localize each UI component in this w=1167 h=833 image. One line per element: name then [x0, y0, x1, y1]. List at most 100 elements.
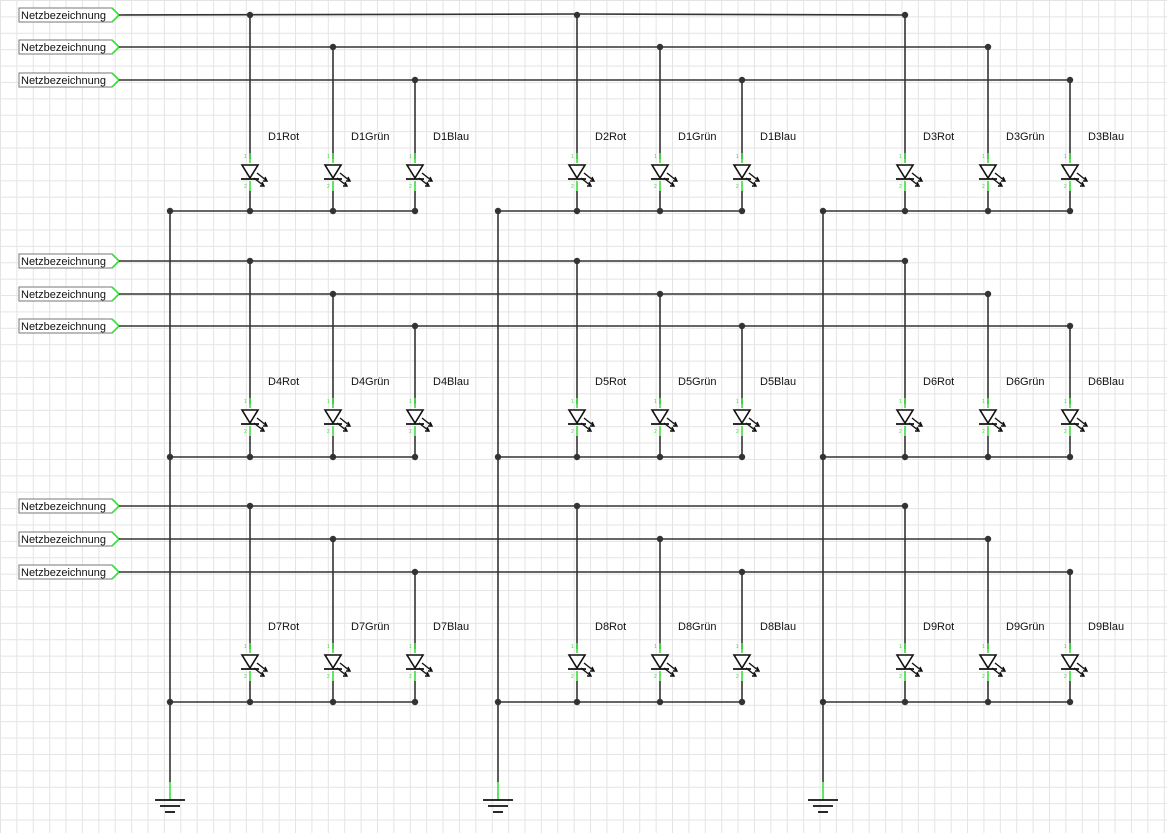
light-arrow-icon	[580, 422, 593, 432]
light-arrow-icon	[911, 417, 924, 427]
light-arrow-icon	[666, 662, 679, 672]
led-diode-icon[interactable]	[1060, 164, 1080, 180]
led-diode-icon[interactable]	[732, 654, 752, 670]
net-label-text: Netzbezeichnung	[21, 501, 106, 513]
pin-number: 2	[571, 674, 574, 680]
net-label-text: Netzbezeichnung	[21, 10, 106, 22]
led-diode-icon[interactable]	[323, 409, 343, 425]
led-diode-icon[interactable]	[1060, 654, 1080, 670]
pin-number: 2	[244, 429, 247, 435]
pin-number: 1	[654, 399, 657, 405]
pin-number: 1	[571, 399, 574, 405]
pin-number: 1	[982, 399, 985, 405]
light-arrow-icon	[336, 177, 349, 187]
led-diode-icon[interactable]	[405, 164, 425, 180]
pin-number: 2	[571, 429, 574, 435]
light-arrow-icon	[421, 417, 434, 427]
led-diode-icon[interactable]	[650, 164, 670, 180]
led-label: D7Blau	[433, 621, 469, 633]
led-diode-icon[interactable]	[567, 654, 587, 670]
pin-number: 1	[1064, 154, 1067, 160]
light-arrow-icon	[256, 172, 269, 182]
pin-number: 1	[327, 154, 330, 160]
pin-number: 2	[899, 674, 902, 680]
net-label-text: Netzbezeichnung	[21, 75, 106, 87]
led-diode-icon[interactable]	[978, 654, 998, 670]
pin-number: 1	[409, 399, 412, 405]
light-arrow-icon	[336, 667, 349, 677]
pin-number: 2	[1064, 674, 1067, 680]
led-label: D1Blau	[433, 131, 469, 143]
light-arrow-icon	[908, 667, 921, 677]
light-arrow-icon	[745, 177, 758, 187]
net-label-text: Netzbezeichnung	[21, 321, 106, 333]
net-label-text: Netzbezeichnung	[21, 534, 106, 546]
pin-number: 1	[736, 644, 739, 650]
pin-number: 2	[736, 674, 739, 680]
pin-number: 1	[654, 154, 657, 160]
pin-number: 1	[899, 399, 902, 405]
led-diode-icon[interactable]	[567, 409, 587, 425]
light-arrow-icon	[253, 422, 266, 432]
led-diode-icon[interactable]	[240, 654, 260, 670]
light-arrow-icon	[418, 177, 431, 187]
light-arrow-icon	[421, 172, 434, 182]
led-diode-icon[interactable]	[405, 409, 425, 425]
led-label: D8Grün	[678, 621, 717, 633]
pin-number: 1	[654, 644, 657, 650]
led-diode-icon[interactable]	[240, 164, 260, 180]
led-diode-icon[interactable]	[650, 409, 670, 425]
led-label: D9Grün	[1006, 621, 1045, 633]
net-label-pin	[111, 253, 120, 262]
pin-number: 2	[244, 674, 247, 680]
led-diode-icon[interactable]	[405, 654, 425, 670]
led-diode-icon[interactable]	[978, 409, 998, 425]
light-arrow-icon	[1076, 662, 1089, 672]
pin-number: 1	[244, 399, 247, 405]
led-diode-icon[interactable]	[895, 654, 915, 670]
led-label: D4Grün	[351, 376, 390, 388]
led-label: D1Grün	[678, 131, 717, 143]
led-diode-icon[interactable]	[650, 654, 670, 670]
led-label: D2Rot	[595, 131, 626, 143]
pin-number: 2	[409, 674, 412, 680]
led-diode-icon[interactable]	[732, 164, 752, 180]
pin-number: 2	[982, 184, 985, 190]
pin-number: 1	[736, 399, 739, 405]
net-label-pin	[111, 564, 120, 573]
led-label: D5Grün	[678, 376, 717, 388]
pin-number: 2	[327, 429, 330, 435]
led-label: D5Blau	[760, 376, 796, 388]
led-diode-icon[interactable]	[895, 164, 915, 180]
led-label: D5Rot	[595, 376, 626, 388]
led-diode-icon[interactable]	[1060, 409, 1080, 425]
pin-number: 2	[244, 184, 247, 190]
pin-number: 1	[409, 644, 412, 650]
net-label-pin	[111, 325, 120, 334]
light-arrow-icon	[418, 422, 431, 432]
led-label: D6Rot	[923, 376, 954, 388]
light-arrow-icon	[256, 662, 269, 672]
net-label-pin	[111, 46, 120, 55]
pin-number: 2	[1064, 184, 1067, 190]
light-arrow-icon	[253, 667, 266, 677]
net-label-pin	[111, 538, 120, 547]
light-arrow-icon	[663, 667, 676, 677]
led-diode-icon[interactable]	[732, 409, 752, 425]
led-label: D6Grün	[1006, 376, 1045, 388]
led-label: D1Grün	[351, 131, 390, 143]
led-label: D6Blau	[1088, 376, 1124, 388]
led-diode-icon[interactable]	[895, 409, 915, 425]
led-diode-icon[interactable]	[323, 164, 343, 180]
light-arrow-icon	[1076, 172, 1089, 182]
led-diode-icon[interactable]	[240, 409, 260, 425]
pin-number: 1	[982, 644, 985, 650]
led-diode-icon[interactable]	[567, 164, 587, 180]
led-label: D4Blau	[433, 376, 469, 388]
net-label-pin	[111, 318, 120, 327]
led-diode-icon[interactable]	[978, 164, 998, 180]
net-label-pin	[111, 498, 120, 507]
led-diode-icon[interactable]	[323, 654, 343, 670]
light-arrow-icon	[339, 662, 352, 672]
